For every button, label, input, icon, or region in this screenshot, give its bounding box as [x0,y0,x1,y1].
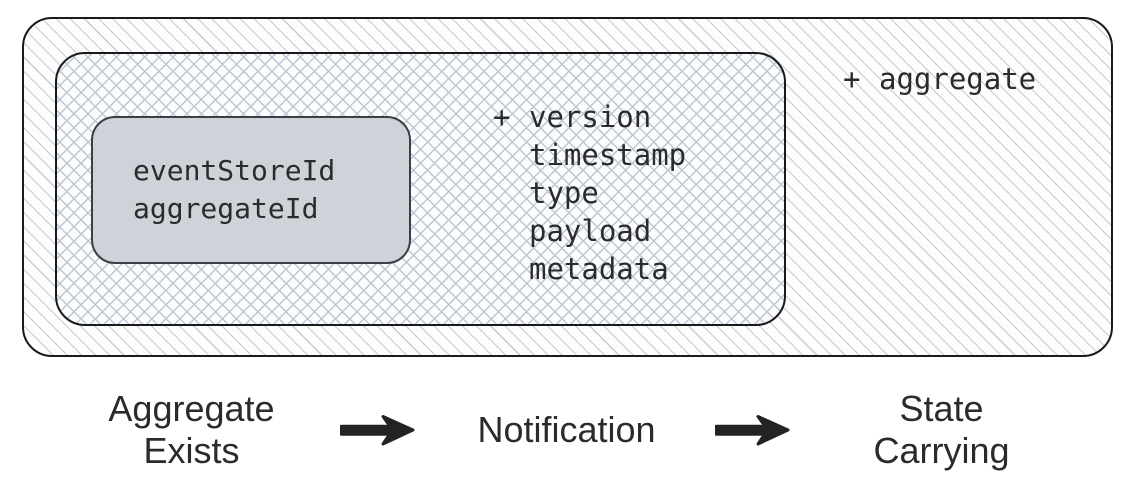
event-field-row-2: type [493,174,686,212]
event-field-3: payload [529,214,652,248]
identity-region-box: eventStoreId aggregateId [91,116,411,264]
event-field-1: timestamp [529,138,687,172]
event-field-row-0: + version [493,98,686,136]
flow-arrow-1 [317,413,442,447]
flow-step-notification: Notification [477,409,656,450]
event-region-box [55,52,786,326]
identity-field-0: eventStoreId [133,154,336,187]
event-field-2: type [529,176,599,210]
event-field-row-3: payload [493,212,686,250]
event-field-list: + version timestamp type payload metadat… [493,98,686,288]
event-field-row-1: timestamp [493,136,686,174]
arrow-right-icon [715,415,790,446]
aggregate-label: + aggregate [843,60,1036,98]
aggregate-label-text: aggregate [879,62,1037,96]
plus-icon: + [493,100,511,134]
flow-step-state-carrying: State Carrying [873,388,1010,471]
event-field-0: version [529,100,652,134]
identity-field-list: eventStoreId aggregateId [93,118,409,262]
event-field-row-4: metadata [493,250,686,288]
event-field-4: metadata [529,252,669,286]
arrow-right-icon [340,415,415,446]
flow-arrow-2 [692,413,817,447]
plus-icon: + [843,62,861,96]
flow-step-aggregate-exists: Aggregate Exists [108,388,275,471]
flow-caption-row: Aggregate Exists Notification State Carr… [0,372,1133,488]
identity-field-1: aggregateId [133,192,319,225]
